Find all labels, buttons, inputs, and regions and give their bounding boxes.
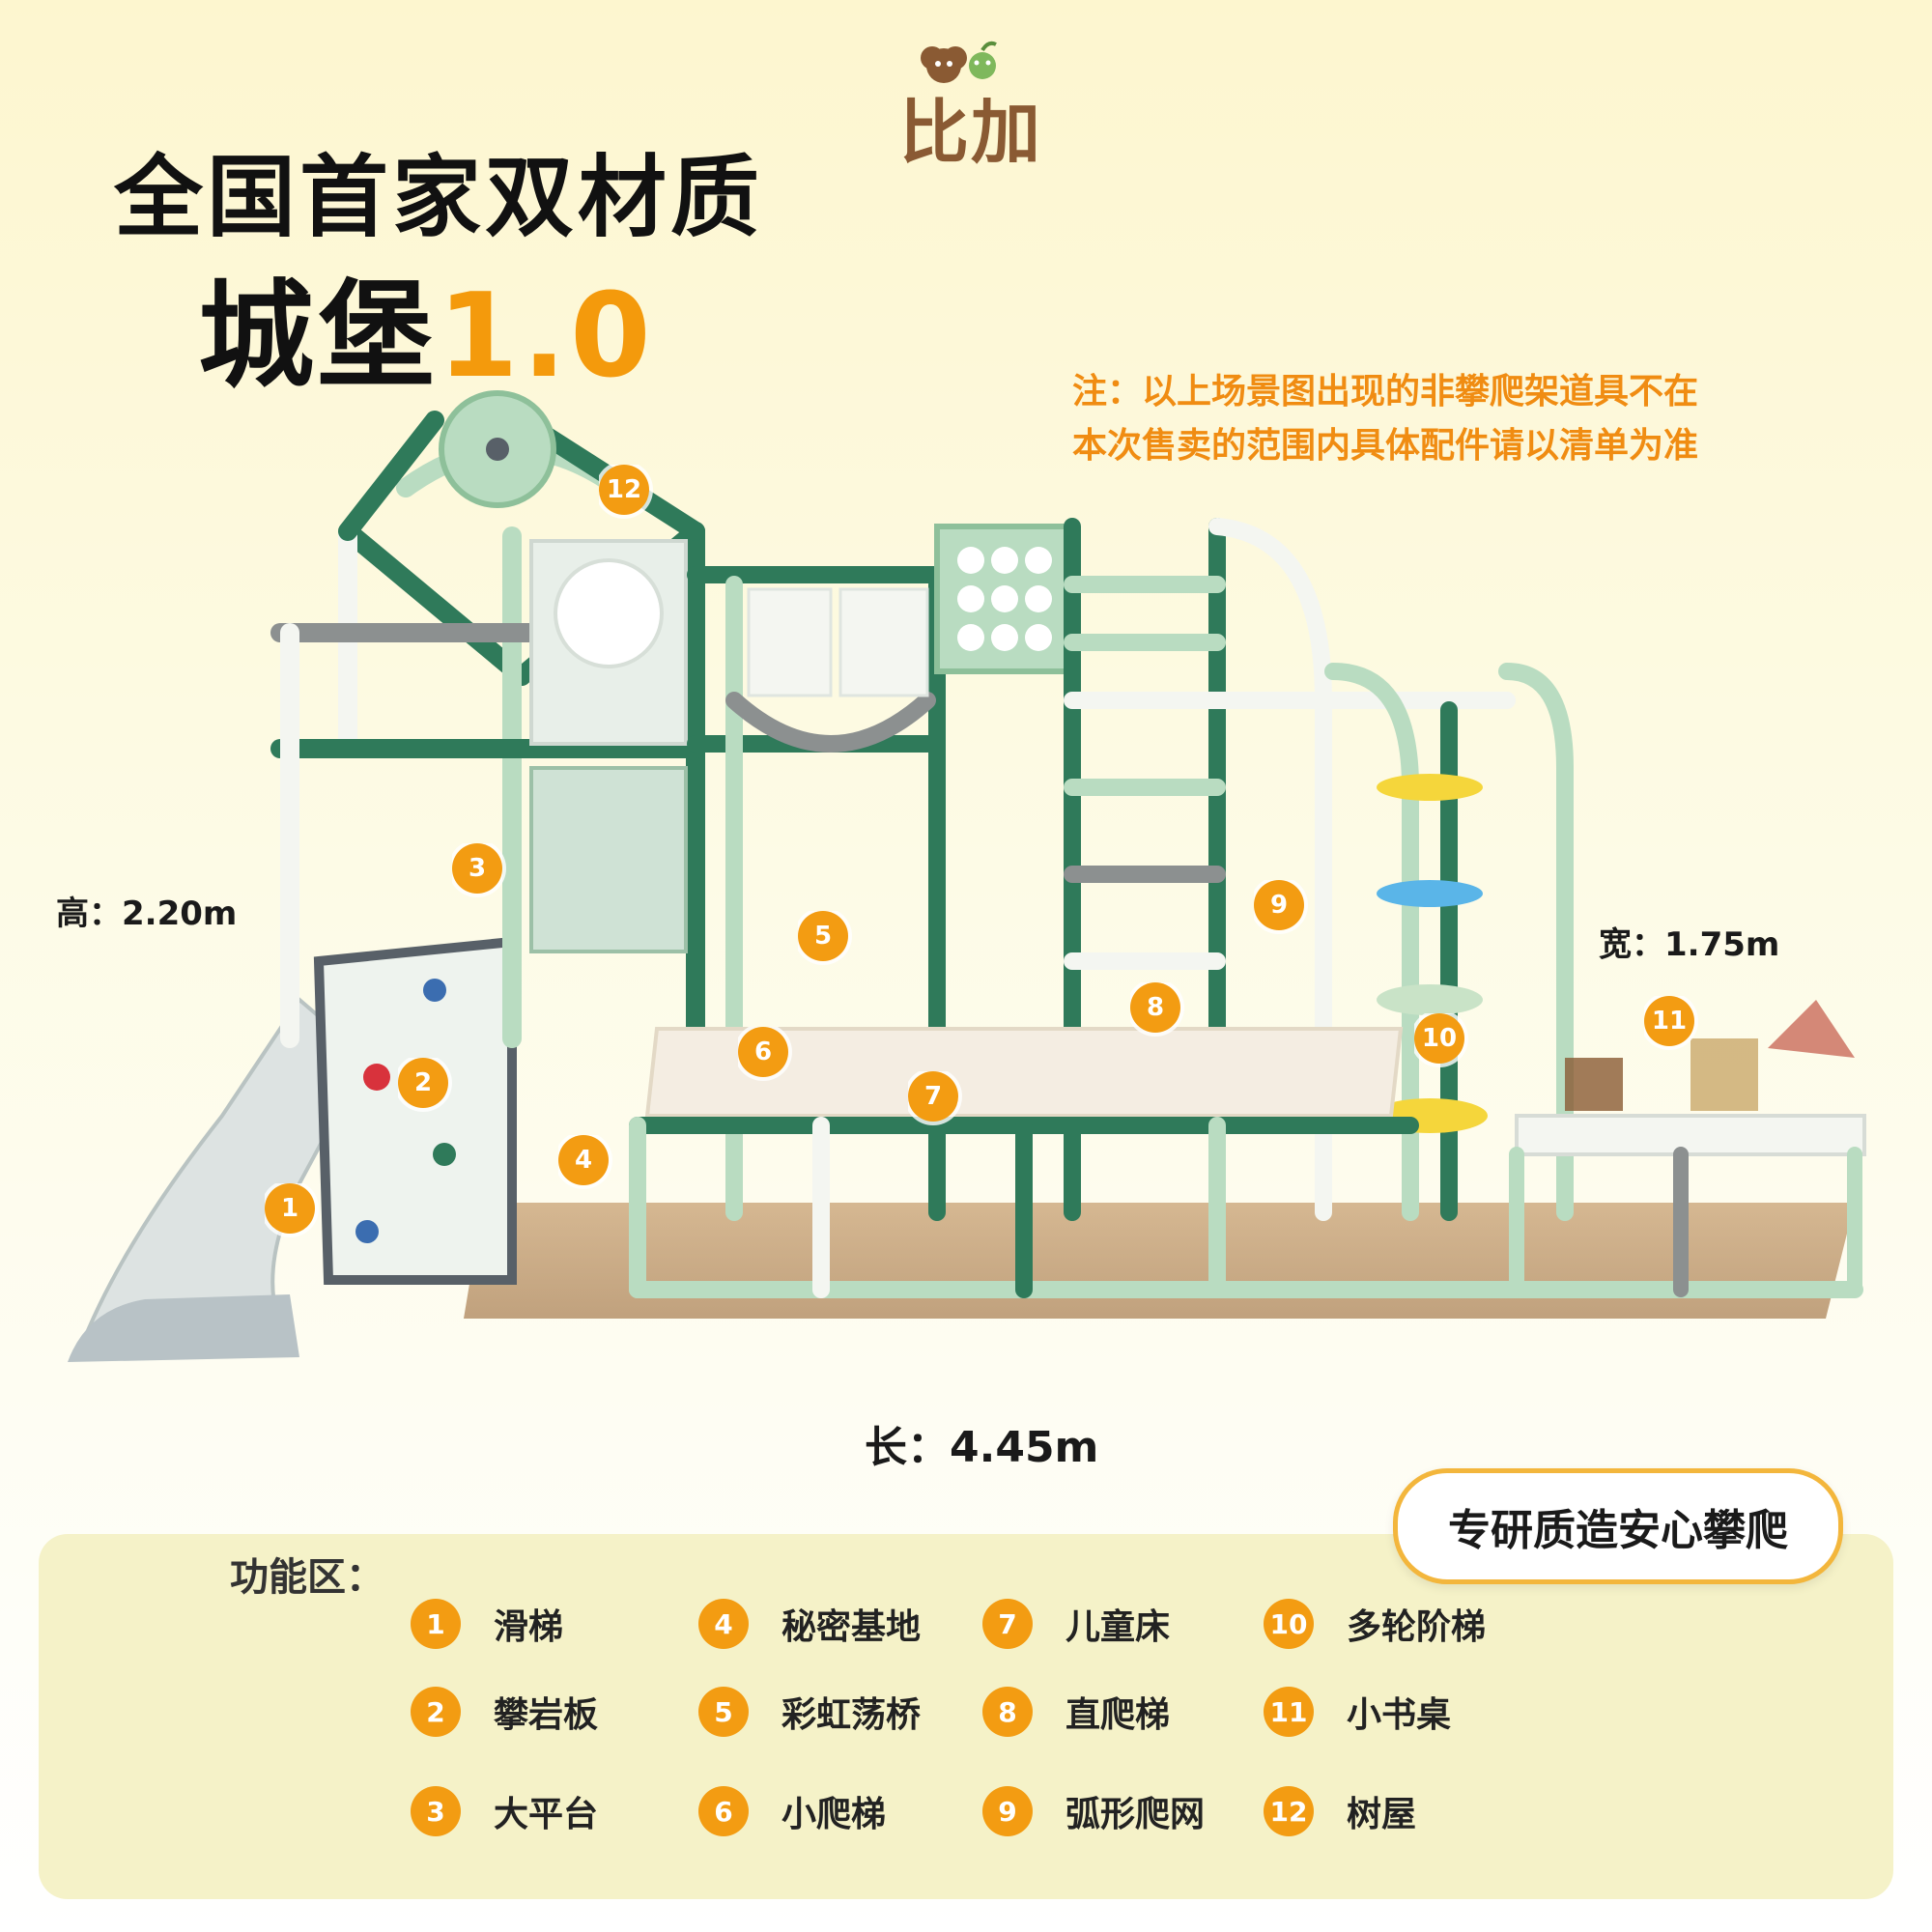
legend-item-kids-bed: 7 儿童床 (982, 1599, 1170, 1649)
bunny-panel (747, 587, 833, 697)
legend-item-straight-ladder: 8 直爬梯 (982, 1687, 1170, 1737)
desk-frame (1509, 1147, 1862, 1297)
features-title: 功能区： (230, 1555, 384, 1600)
wood-floor (464, 1203, 1855, 1319)
climbing-frame-illustration: 1 2 3 4 5 6 7 8 9 10 11 12 (68, 390, 1866, 1362)
step-pad (1377, 774, 1483, 801)
legend-number: 12 (1264, 1786, 1314, 1836)
legend-item-wheel-steps: 10 多轮阶梯 (1264, 1599, 1486, 1649)
length-dimension: 长：4.45m (865, 1423, 1099, 1472)
disclaimer-note: 注：以上场景图出现的非攀爬架道具不在 本次售卖的范围内具体配件请以清单为准 (1072, 365, 1826, 473)
callout-10: 10 (1414, 1013, 1464, 1064)
note-line-2: 本次售卖的范围内具体配件请以清单为准 (1072, 426, 1699, 466)
legend-number: 11 (1264, 1687, 1314, 1737)
slide-exit (68, 1294, 299, 1362)
toy-blocks (1565, 1058, 1623, 1111)
product-version: 1.0 (438, 270, 655, 404)
legend-item-slide: 1 滑梯 (411, 1599, 563, 1649)
legend-number: 5 (698, 1687, 749, 1737)
legend-number: 4 (698, 1599, 749, 1649)
brand-logo: 比加 (874, 29, 1067, 173)
callout-11: 11 (1644, 996, 1694, 1046)
callout-5: 5 (798, 911, 848, 961)
toy-blocks (1768, 1000, 1855, 1058)
headline: 全国首家双材质 (114, 146, 764, 249)
callout-2: 2 (398, 1058, 448, 1108)
legend-label: 大平台 (494, 1795, 599, 1834)
climbing-hold (423, 979, 446, 1002)
callout-9: 9 (1254, 880, 1304, 930)
callout-8: 8 (1130, 982, 1180, 1033)
width-dimension: 宽：1.75m (1599, 925, 1780, 964)
mesh-panel (529, 766, 688, 953)
legend-number: 2 (411, 1687, 461, 1737)
rock-wall (313, 936, 517, 1285)
legend-label: 秘密基地 (781, 1607, 922, 1647)
callout-6: 6 (738, 1027, 788, 1077)
features-panel (39, 1534, 1893, 1899)
product-name: 城堡1.0 (198, 242, 655, 410)
legend-label: 攀岩板 (494, 1695, 599, 1735)
logo-text: 比加 (898, 92, 1042, 173)
bear-mascot-icon (921, 41, 997, 83)
climbing-hold (355, 1220, 379, 1243)
climbing-hold (363, 1064, 390, 1091)
legend-number: 9 (982, 1786, 1033, 1836)
legend-label: 多轮阶梯 (1347, 1607, 1487, 1647)
legend-item-rainbow-bridge: 5 彩虹荡桥 (698, 1687, 921, 1737)
legend-item-platform: 3 大平台 (411, 1786, 598, 1836)
slogan-badge: 专研质造安心攀爬 (1393, 1468, 1843, 1584)
toy-blocks (1690, 1038, 1758, 1111)
step-pad (1377, 880, 1483, 907)
legend-item-rock-wall: 2 攀岩板 (411, 1687, 598, 1737)
legend-item-small-desk: 11 小书桌 (1264, 1687, 1451, 1737)
legend-label: 儿童床 (1065, 1607, 1171, 1647)
climbing-hold (433, 1143, 456, 1166)
legend-number: 10 (1264, 1599, 1314, 1649)
legend-label: 彩虹荡桥 (781, 1695, 922, 1735)
legend-item-treehouse: 12 树屋 (1264, 1786, 1416, 1836)
dolphin-panel (838, 587, 929, 697)
height-dimension: 高：2.20m (56, 895, 238, 933)
note-line-1: 注：以上场景图出现的非攀爬架道具不在 (1072, 372, 1699, 412)
legend-label: 直爬梯 (1065, 1695, 1171, 1735)
legend-number: 3 (411, 1786, 461, 1836)
legend-label: 弧形爬网 (1065, 1795, 1206, 1834)
callout-4: 4 (558, 1135, 609, 1185)
dome-window (554, 558, 664, 668)
callout-7: 7 (908, 1071, 958, 1122)
small-desk (1515, 1114, 1866, 1156)
legend-number: 6 (698, 1786, 749, 1836)
product-name-main: 城堡 (198, 270, 438, 404)
legend-number: 1 (411, 1599, 461, 1649)
callout-1: 1 (265, 1183, 315, 1234)
callout-12: 12 (599, 465, 649, 515)
base-frame (629, 1117, 1863, 1298)
legend-label: 小书桌 (1347, 1695, 1452, 1735)
legend-item-arc-net: 9 弧形爬网 (982, 1786, 1205, 1836)
wheel-hub (486, 438, 509, 461)
legend-label: 树屋 (1347, 1795, 1417, 1834)
callout-3: 3 (452, 843, 502, 894)
legend-item-small-ladder: 6 小爬梯 (698, 1786, 886, 1836)
legend-item-secret-base: 4 秘密基地 (698, 1599, 921, 1649)
legend-label: 小爬梯 (781, 1795, 887, 1834)
legend-label: 滑梯 (494, 1607, 564, 1647)
step-pad (1377, 984, 1483, 1015)
legend-number: 8 (982, 1687, 1033, 1737)
legend-number: 7 (982, 1599, 1033, 1649)
